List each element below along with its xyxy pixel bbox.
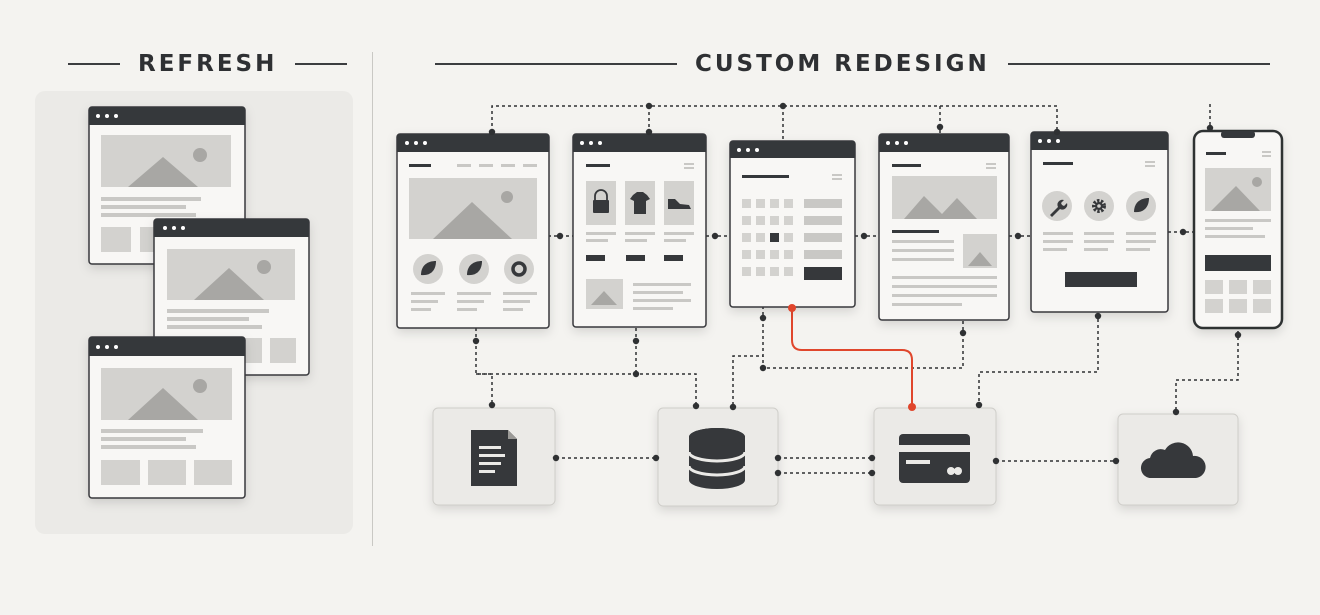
redesign-page-services: [1030, 131, 1169, 313]
shoe-icon: [664, 181, 694, 225]
redesign-page-home: [396, 133, 550, 329]
booking-form-fields: [804, 199, 842, 280]
refresh-title: REFRESH: [138, 51, 278, 77]
leaf-icon: [459, 254, 489, 284]
shirt-icon: [625, 181, 655, 225]
redesign-page-services-lines: [1043, 232, 1156, 287]
custom-redesign-title: CUSTOM REDESIGN: [695, 51, 990, 77]
calendar-grid: [742, 199, 793, 276]
redesign-page-article: [878, 133, 1010, 321]
wrench-icon: [1042, 191, 1072, 221]
redesign-page-home-text: [411, 292, 537, 311]
gear-icon: [1084, 191, 1114, 221]
connector-nodes: [472, 102, 1242, 477]
redesign-page-shop-lines: [586, 232, 694, 310]
custom-redesign-heading: CUSTOM REDESIGN: [435, 46, 1270, 82]
donut-icon: [504, 254, 534, 284]
leaf-icon: [413, 254, 443, 284]
refresh-page-2: [153, 218, 310, 376]
credit-card-icon: [899, 434, 970, 483]
bag-icon: [586, 181, 616, 225]
cloud-icon: [1140, 442, 1206, 479]
refresh-page-3: [88, 336, 246, 499]
section-divider: [372, 52, 373, 546]
leaf-icon: [1126, 191, 1156, 221]
database-icon: [687, 428, 747, 489]
refresh-heading: REFRESH: [68, 46, 348, 82]
redesign-page-mobile: [1192, 129, 1284, 330]
document-icon: [471, 430, 517, 486]
